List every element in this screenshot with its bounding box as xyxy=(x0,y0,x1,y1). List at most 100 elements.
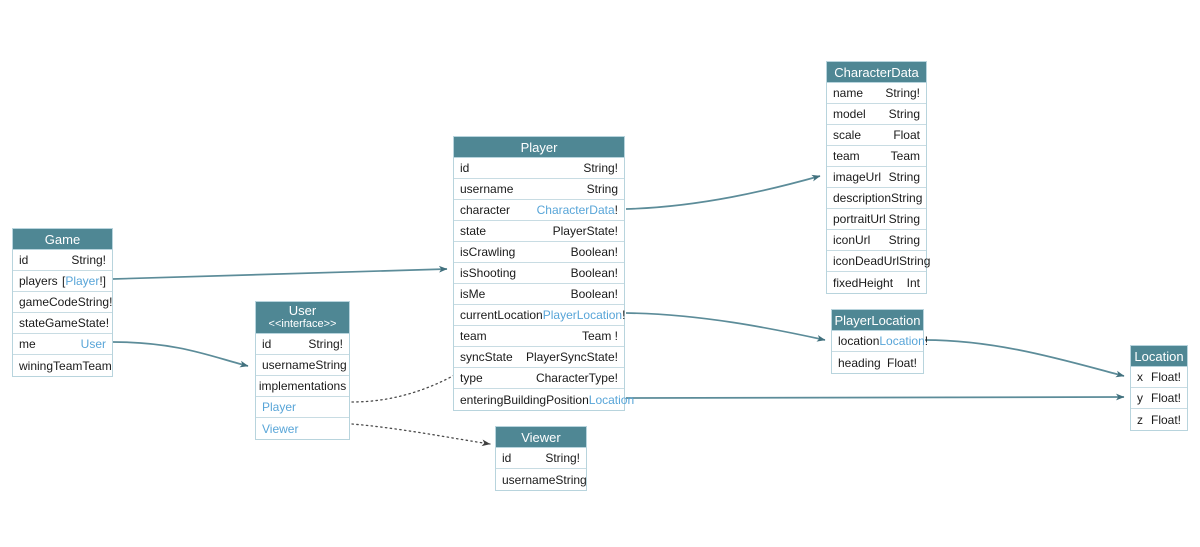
field-name: id xyxy=(460,161,470,175)
field-name: state xyxy=(19,316,46,330)
field-name: team xyxy=(833,149,860,163)
field-row[interactable]: model String xyxy=(827,104,926,125)
entity-header-characterdata: CharacterData xyxy=(827,62,926,83)
field-row[interactable]: implementations xyxy=(256,376,349,397)
entity-header-viewer: Viewer xyxy=(496,427,586,448)
field-name: winingTeam xyxy=(19,358,83,373)
field-type-link[interactable]: Player xyxy=(65,274,100,288)
field-type: String xyxy=(315,358,347,372)
entity-header-playerlocation: PlayerLocation xyxy=(832,310,923,331)
field-name: id xyxy=(502,451,512,465)
field-type: String! xyxy=(71,253,106,267)
field-row[interactable]: players[Player!] xyxy=(13,271,112,292)
field-type: Location xyxy=(589,390,634,410)
field-type: GameState! xyxy=(45,316,110,330)
field-type-link[interactable]: User xyxy=(80,337,106,351)
entity-title: User xyxy=(288,303,317,318)
edge-player-currentLocation-to-playerlocation-location xyxy=(625,312,826,342)
entity-header-user: User<<interface>> xyxy=(256,302,349,334)
field-type: String! xyxy=(77,295,113,309)
field-type-link[interactable]: Location xyxy=(879,334,925,348)
field-name: model xyxy=(833,107,866,121)
edge-game-players-to-player-id xyxy=(112,265,448,280)
field-row[interactable]: character CharacterData! xyxy=(454,200,624,221)
field-type: String! xyxy=(885,86,920,100)
field-row[interactable]: Viewer xyxy=(256,418,349,439)
field-name: character xyxy=(460,203,511,217)
field-row[interactable]: Player xyxy=(256,397,349,418)
field-type: Boolean! xyxy=(570,266,618,280)
field-row[interactable]: y Float! xyxy=(1131,388,1187,409)
entity-header-game: Game xyxy=(13,229,112,250)
field-type: Int xyxy=(906,275,920,290)
field-name: y xyxy=(1137,391,1143,405)
entity-title: PlayerLocation xyxy=(834,313,921,328)
field-type-link[interactable]: PlayerLocation xyxy=(542,308,623,322)
field-type: Float! xyxy=(1150,391,1181,405)
field-row[interactable]: id String! xyxy=(496,448,586,469)
field-name: iconDeadUrl xyxy=(833,254,900,268)
field-type: CharacterData! xyxy=(536,203,618,217)
field-name: username xyxy=(502,472,556,487)
field-name: location xyxy=(838,334,880,348)
field-type: String xyxy=(891,191,923,205)
field-type: Team ! xyxy=(581,329,618,343)
field-type: String xyxy=(888,233,920,247)
field-type: PlayerSyncState! xyxy=(525,350,618,364)
field-name: gameCode xyxy=(19,295,78,309)
field-name: x xyxy=(1137,370,1143,384)
entity-header-location: Location xyxy=(1131,346,1187,367)
field-type: Team xyxy=(82,358,112,373)
field-type: String xyxy=(586,182,618,196)
field-type: String! xyxy=(545,451,580,465)
field-type-link[interactable]: CharacterData xyxy=(536,203,615,217)
field-type-link[interactable]: Location xyxy=(588,392,635,407)
edge-user-Viewer-to-viewer-header xyxy=(351,423,491,447)
edge-player-enteringBuildingPosition-to-location-y xyxy=(625,393,1125,401)
field-type: String xyxy=(555,472,587,487)
entity-title: Location xyxy=(1134,349,1184,364)
field-type: String xyxy=(888,107,920,121)
entity-title: Viewer xyxy=(521,430,561,445)
field-name: players xyxy=(19,274,58,288)
